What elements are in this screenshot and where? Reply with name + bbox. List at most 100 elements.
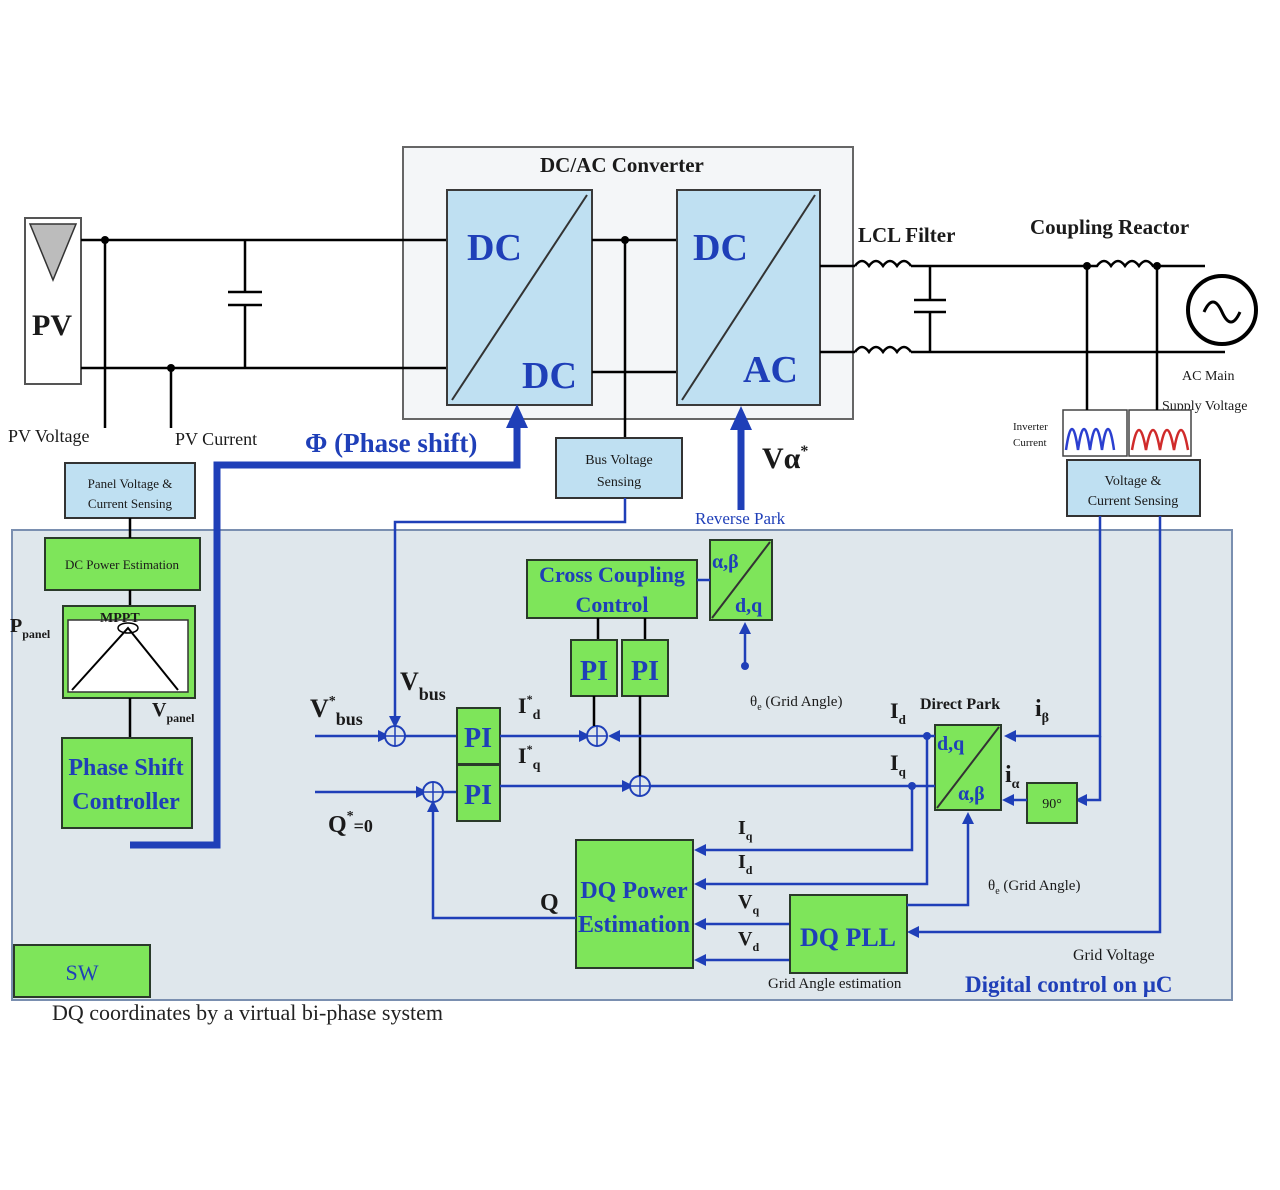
theta-top-label: θe (Grid Angle) (750, 694, 842, 713)
dcac-converter-block: DC AC (676, 189, 821, 406)
dc-link-capacitor (228, 240, 262, 368)
pi-controller-vbus: PI (456, 707, 501, 765)
svg-text:α,β: α,β (958, 783, 985, 805)
dcac-in-label: DC (693, 227, 748, 269)
svg-text:Bus Voltage: Bus Voltage (585, 453, 653, 468)
svg-text:Voltage &: Voltage & (1105, 474, 1162, 489)
id-out-label: Id (890, 698, 907, 727)
p-panel-label: Ppanel (10, 615, 51, 641)
pi-controller-q: PI (456, 764, 501, 822)
svg-text:Current Sensing: Current Sensing (1088, 494, 1179, 509)
reverse-park-block: α,β d,q (709, 539, 773, 621)
q-feedback-label: Q (540, 890, 559, 916)
summing-junction-q (422, 781, 444, 803)
summing-junction-vbus (384, 725, 406, 747)
dcac-out-label: AC (743, 349, 798, 391)
phase-shift-signal (130, 422, 521, 849)
q-ref-label: Q*=0 (328, 809, 373, 838)
mppt-label: MPPT (100, 611, 140, 626)
bus-voltage-sensing-block: Bus Voltage Sensing (555, 437, 683, 499)
vd-in-label: Vd (738, 928, 759, 954)
dcdc-in-label: DC (467, 227, 522, 269)
pv-current-label: PV Current (175, 429, 257, 449)
vbus-ref-label: V*bus (310, 694, 363, 729)
svg-text:Sensing: Sensing (597, 475, 641, 490)
mppt-curve (71, 626, 179, 691)
phase-shift-label: Φ (Phase shift) (305, 428, 477, 458)
lcl-filter (820, 259, 1085, 355)
pv-panel-icon (28, 223, 78, 282)
svg-text:Estimation: Estimation (578, 912, 690, 938)
theta-bot-label: θe (Grid Angle) (988, 878, 1080, 897)
q-feedback-wire (431, 806, 576, 920)
svg-text:d,q: d,q (937, 733, 964, 755)
svg-text:Phase Shift: Phase Shift (68, 755, 183, 781)
dc-power-estimation-block: DC Power Estimation (44, 537, 201, 591)
pi-controller-q-inner: PI (621, 639, 669, 697)
id-in-label: Id (738, 851, 753, 877)
pi-controller-d-inner: PI (570, 639, 618, 697)
vbus-feedback-wire (393, 498, 627, 724)
svg-text:PI: PI (580, 656, 608, 687)
mppt-point-marker (117, 622, 139, 634)
valpha-arrowhead (730, 406, 752, 430)
converter-title: DC/AC Converter (540, 153, 704, 177)
svg-text:α,β: α,β (712, 551, 739, 573)
dq-power-estimation-block: DQ Power Estimation (575, 839, 694, 969)
vbus-label: Vbus (400, 667, 446, 704)
svg-text:PI: PI (464, 780, 492, 811)
digital-control-label: Digital control on μC (965, 972, 1172, 997)
dcdc-out-label: DC (522, 355, 577, 397)
ac-mains-label-1: AC Main (1182, 369, 1235, 384)
svg-text:d,q: d,q (735, 595, 762, 617)
pv-voltage-label: PV Voltage (8, 426, 90, 446)
inverter-current-label-2: Current (1013, 437, 1047, 449)
mppt-block: MPPT (62, 605, 196, 699)
pv-label: PV (32, 309, 72, 342)
iq-out-label: Iq (890, 750, 907, 779)
inverter-current-scope (1062, 409, 1128, 457)
mains-voltage-scope (1128, 409, 1192, 457)
svg-text:DQ Power: DQ Power (580, 878, 688, 904)
phase-shift-controller-block: Phase Shift Controller (61, 737, 193, 829)
iq-in-label: Iq (738, 817, 753, 843)
grid-voltage-label: Grid Voltage (1073, 947, 1155, 964)
valpha-label: Vα* (762, 442, 808, 475)
summing-junction-iq (629, 775, 651, 797)
svg-text:PI: PI (464, 723, 492, 754)
sine-wave-icon (1202, 300, 1242, 324)
svg-text:Cross Coupling: Cross Coupling (539, 562, 685, 587)
grid-angle-estimation-label: Grid Angle estimation (768, 976, 902, 992)
i-beta-label: iβ (1035, 696, 1049, 726)
i-alpha-label: iα (1005, 762, 1020, 792)
direct-park-block: d,q α,β (934, 724, 1002, 811)
svg-text:DC Power Estimation: DC Power Estimation (65, 557, 180, 572)
svg-text:Control: Control (576, 592, 649, 617)
iq-ref-label: I*q (518, 742, 541, 773)
svg-text:PI: PI (631, 656, 659, 687)
theta-pll-wire (907, 818, 970, 907)
svg-text:Controller: Controller (72, 789, 180, 815)
svg-text:90°: 90° (1042, 797, 1062, 812)
grid-voltage-wire (913, 516, 1162, 934)
svg-text:Current Sensing: Current Sensing (88, 496, 173, 511)
svg-text:Panel Voltage &: Panel Voltage & (88, 476, 173, 491)
phase-shift-arrowhead (506, 404, 528, 428)
svg-text:SW: SW (66, 960, 99, 985)
direct-park-label: Direct Park (920, 696, 1000, 713)
sw-block: SW (13, 944, 151, 998)
lcl-filter-label: LCL Filter (858, 223, 955, 247)
voltage-current-sensing-block: Voltage & Current Sensing (1066, 459, 1201, 517)
inverter-current-label-1: Inverter (1013, 421, 1048, 433)
shift-90-block: 90° (1026, 782, 1078, 824)
vq-in-label: Vq (738, 891, 759, 917)
coupling-reactor-label: Coupling Reactor (1030, 215, 1189, 239)
reverse-park-label: Reverse Park (695, 509, 786, 528)
summing-junction-id (586, 725, 608, 747)
svg-text:DQ PLL: DQ PLL (800, 923, 896, 952)
dq-pll-block: DQ PLL (789, 894, 908, 974)
v-panel-label: Vpanel (152, 699, 195, 725)
panel-sensing-block: Panel Voltage & Current Sensing (64, 462, 196, 519)
id-ref-label: I*d (518, 692, 541, 723)
